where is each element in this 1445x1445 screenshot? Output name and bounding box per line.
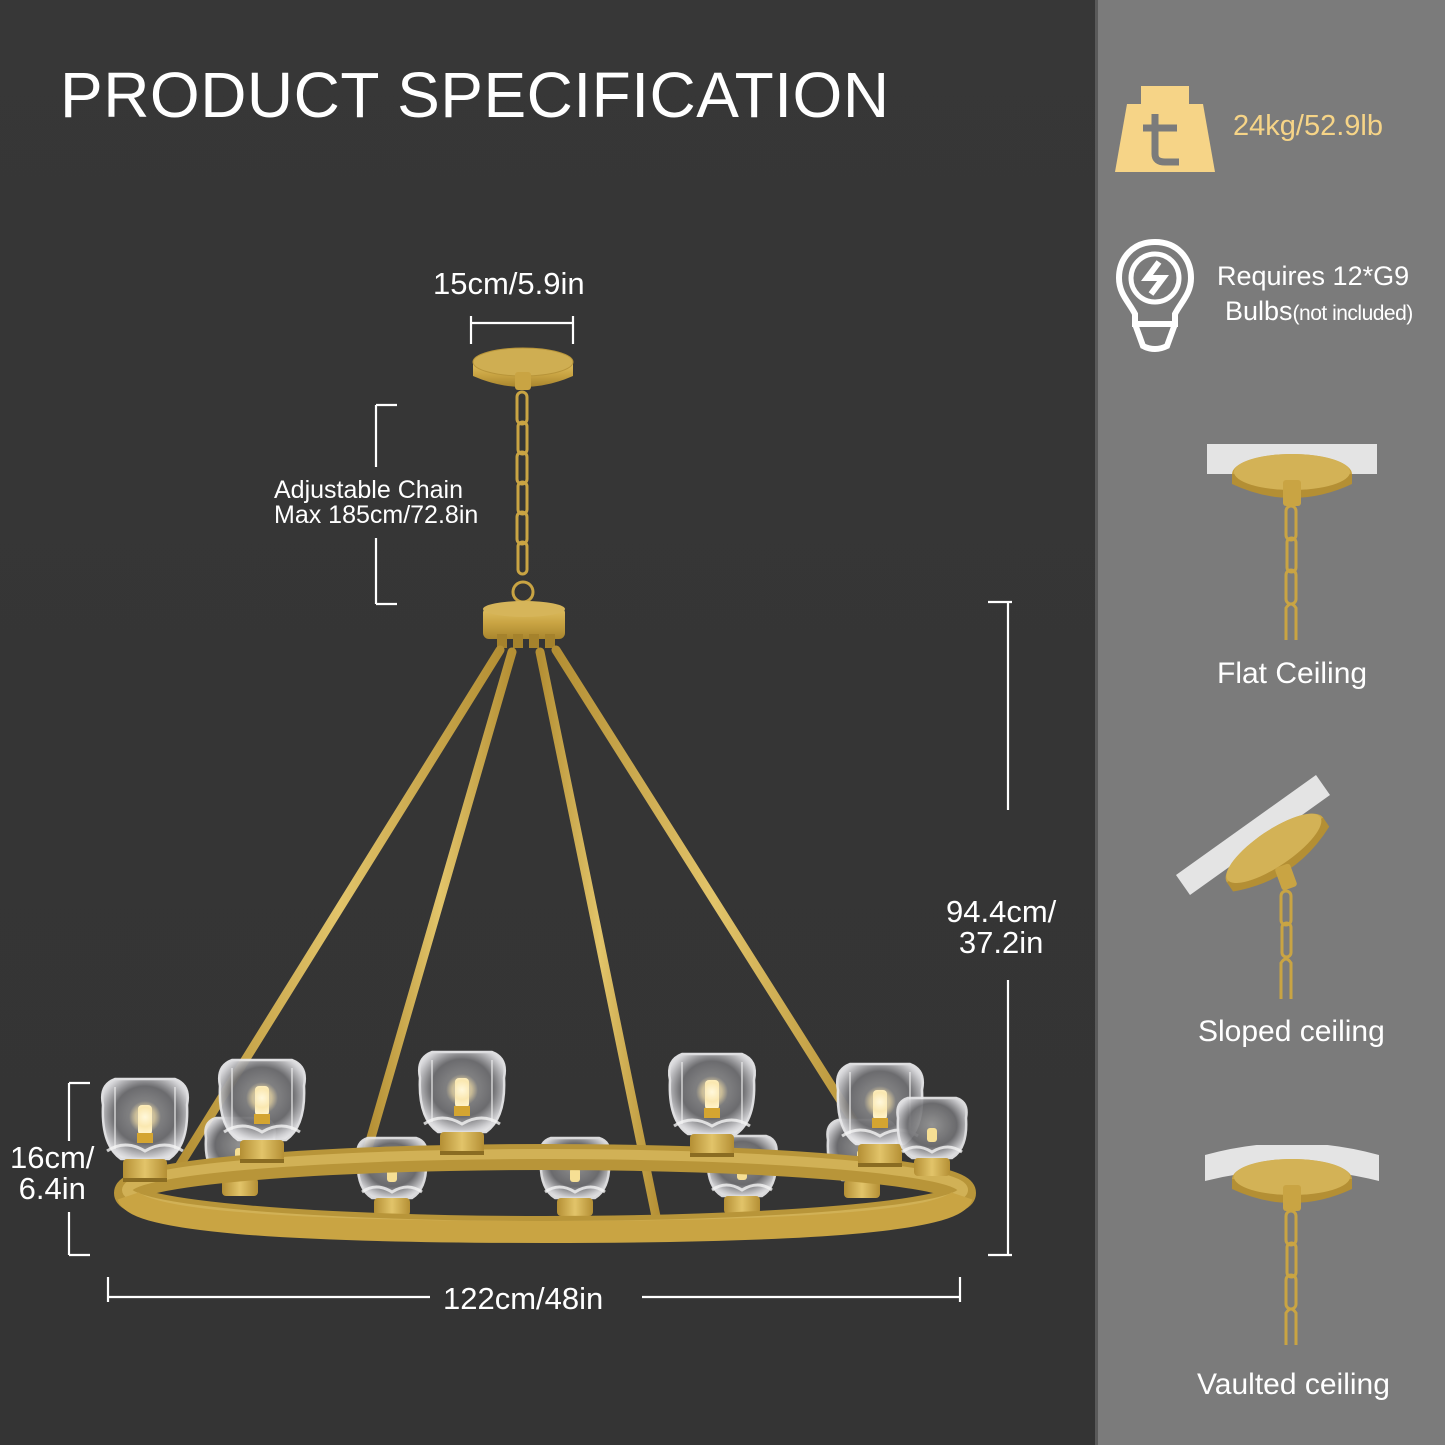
chain-length-dimension <box>374 403 397 606</box>
shade-height-dimension <box>67 1081 90 1257</box>
height-label-line2: 37.2in <box>958 925 1044 960</box>
lightbulb-icon <box>1115 238 1195 352</box>
chain-label-line2: Max 185cm/72.8in <box>274 501 479 529</box>
vaulted-ceiling-icon <box>1205 1145 1379 1345</box>
shade-height-line2: 6.4in <box>18 1171 86 1206</box>
shade-height-line1: 16cm/ <box>10 1140 95 1175</box>
weight-icon <box>1115 86 1215 172</box>
bulb-note-main: Bulbs <box>1225 296 1293 326</box>
diameter-label: 122cm/48in <box>443 1281 604 1316</box>
bulb-note: Bulbs(not included) <box>1225 296 1413 327</box>
weight-value: 24kg/52.9lb <box>1233 110 1383 142</box>
chain-label-line1: Adjustable Chain <box>274 476 464 504</box>
chain-length-label: Adjustable Chain Max 185cm/72.8in <box>274 478 478 528</box>
height-label: 94.4cm/ 37.2in <box>946 896 1056 958</box>
sloped-ceiling-label: Sloped ceiling <box>1198 1015 1385 1048</box>
bulb-note-sub: (not included) <box>1292 302 1414 325</box>
chandelier-illustration <box>67 316 1012 1302</box>
canopy-width-dimension <box>469 316 575 344</box>
center-hub <box>483 601 565 648</box>
diameter-dimension <box>106 1277 962 1302</box>
vaulted-ceiling-label: Vaulted ceiling <box>1197 1368 1390 1401</box>
flat-ceiling-label: Flat Ceiling <box>1217 657 1368 690</box>
flat-ceiling-icon <box>1207 444 1377 640</box>
ceiling-canopy <box>472 347 574 390</box>
canopy-width-label: 15cm/5.9in <box>433 266 585 301</box>
page-title: PRODUCT SPECIFICATION <box>60 59 890 131</box>
chandelier-ring <box>114 1144 976 1244</box>
height-dimension <box>988 600 1012 1257</box>
hanging-chain <box>511 390 535 604</box>
sloped-ceiling-icon <box>1176 775 1330 999</box>
shade-height-label: 16cm/ 6.4in <box>10 1142 94 1204</box>
bulb-requirement: Requires 12*G9 <box>1217 261 1410 291</box>
height-label-line1: 94.4cm/ <box>946 894 1057 929</box>
